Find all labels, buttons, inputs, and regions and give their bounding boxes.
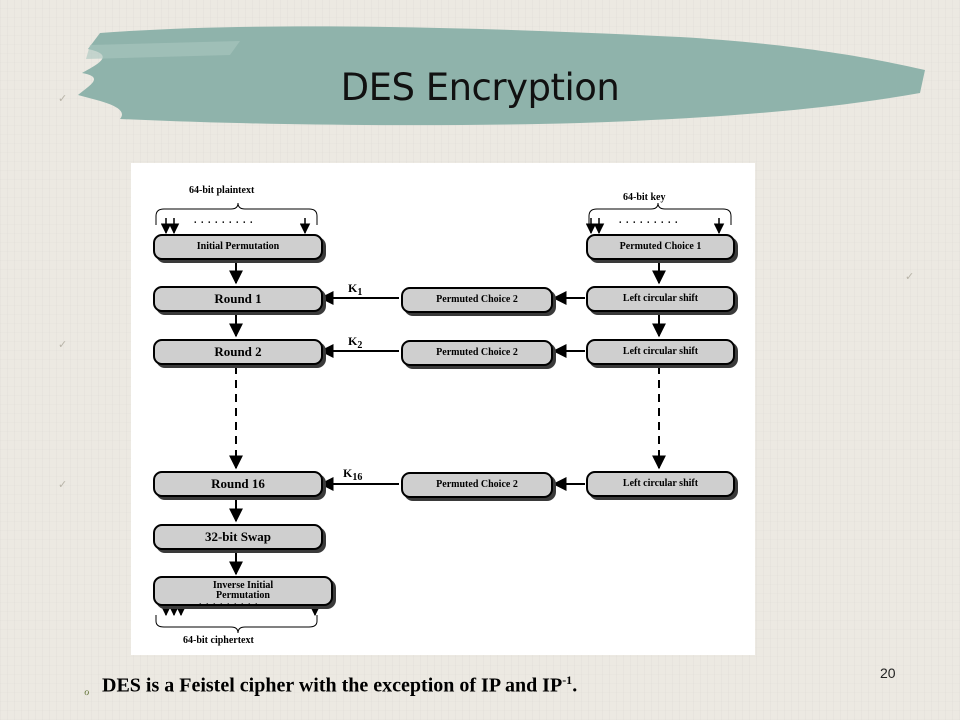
slide-caption: DES is a Feistel cipher with the excepti… (102, 673, 578, 697)
swap-box: 32-bit Swap (153, 524, 323, 550)
ciphertext-dots: . . . . . . . . . (199, 597, 259, 608)
bullet-check-icon: ✓ (905, 271, 915, 283)
permuted-choice-1-box: Permuted Choice 1 (586, 234, 735, 260)
bullet-check-icon: ✓ (58, 93, 68, 105)
ciphertext-label: 64-bit ciphertext (183, 635, 254, 646)
initial-permutation-box: Initial Permutation (153, 234, 323, 260)
permuted-choice-2-box: Permuted Choice 2 (401, 287, 553, 313)
inverse-ip-line-2: Permutation (216, 590, 270, 601)
left-circular-shift-box: Left circular shift (586, 286, 735, 312)
key-dots: . . . . . . . . . (619, 215, 679, 226)
bullet-icon: ℴ (84, 684, 90, 698)
inverse-initial-permutation-box: Inverse Initial Permutation (153, 576, 333, 606)
key-label: 64-bit key (623, 192, 666, 203)
slide-title: DES Encryption (340, 66, 620, 109)
left-circular-shift-box: Left circular shift (586, 339, 735, 365)
des-diagram: 64-bit plaintext . . . . . . . . . 64-bi… (131, 163, 755, 655)
subkey-k2-label: K2 (348, 334, 363, 351)
subkey-k1-label: K1 (348, 281, 363, 298)
bullet-check-icon: ✓ (58, 479, 68, 491)
round-16-box: Round 16 (153, 471, 323, 497)
permuted-choice-2-box: Permuted Choice 2 (401, 472, 553, 498)
plaintext-label: 64-bit plaintext (189, 185, 255, 196)
subkey-k16-label: K16 (343, 466, 363, 483)
permuted-choice-2-box: Permuted Choice 2 (401, 340, 553, 366)
diagram-connectors (155, 202, 732, 634)
round-2-box: Round 2 (153, 339, 323, 365)
title-brush-stroke (78, 26, 925, 126)
left-circular-shift-box: Left circular shift (586, 471, 735, 497)
round-1-box: Round 1 (153, 286, 323, 312)
page-number: 20 (880, 665, 896, 681)
bullet-check-icon: ✓ (58, 339, 68, 351)
plaintext-dots: . . . . . . . . . (194, 215, 254, 226)
inverse-ip-line-1: Inverse Initial (212, 580, 274, 591)
